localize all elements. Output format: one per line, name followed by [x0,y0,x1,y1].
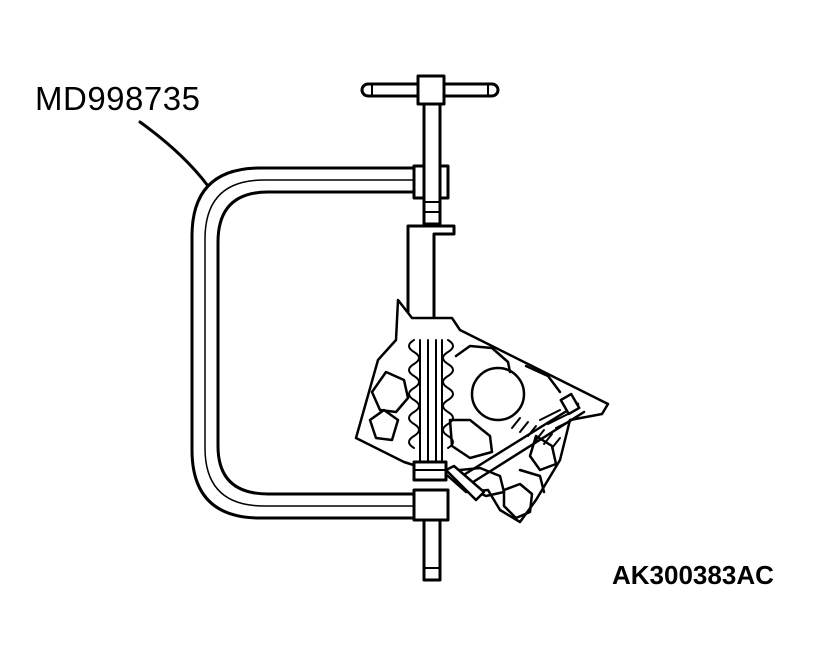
screw-shaft [422,102,442,226]
t-handle-hub [416,74,446,106]
lower-screw [422,518,442,582]
c-frame-centerline [204,179,419,507]
c-frame-inner [216,190,420,496]
cylinder-head-section [354,298,610,524]
part-number-label: MD998735 [35,80,201,117]
c-frame-outer [190,166,420,520]
figure-code: AK300383AC [612,560,774,590]
lower-boss [412,488,450,522]
valve-spring [408,339,454,471]
leader-line [138,120,210,188]
